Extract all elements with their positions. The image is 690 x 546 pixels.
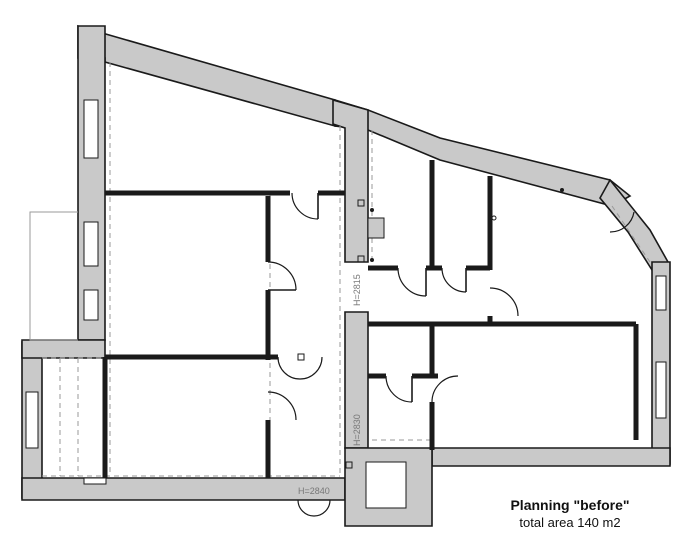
height-label-3: H=2840 [298, 486, 330, 496]
height-label-1: H=2815 [352, 274, 362, 306]
door-arc-1 [291, 192, 319, 220]
wall-center-upper [332, 98, 369, 263]
door-swings [267, 192, 635, 517]
height-labels: H=2815 H=2830 H=2840 [298, 274, 362, 496]
partitions [102, 160, 639, 478]
utility-box-interior [365, 461, 407, 509]
door-arc-2 [267, 261, 297, 291]
fixture-riser [367, 217, 385, 239]
door-arc-8 [489, 287, 519, 317]
plan-title: Planning "before" [510, 497, 630, 513]
door-arc-7 [441, 267, 467, 293]
fixture-point-1 [370, 208, 374, 212]
door-arc-5 [267, 391, 297, 421]
fixture-vent-4 [345, 461, 353, 469]
window-left-2 [83, 221, 99, 267]
wall-top-slanted [77, 24, 336, 128]
door-arc-12 [297, 499, 315, 517]
wall-bottom-left [21, 477, 346, 501]
balcony-outline [29, 211, 78, 341]
window-right-2 [655, 361, 667, 419]
fixtures [297, 188, 564, 469]
fixture-point-2 [370, 258, 374, 262]
fixture-point-4 [491, 215, 497, 221]
door-arc-9 [385, 375, 413, 403]
window-left-4 [25, 391, 39, 449]
door-arc-3 [277, 356, 301, 380]
window-right-1 [655, 275, 667, 311]
fixture-vent-1 [357, 199, 365, 207]
door-arc-10 [431, 375, 459, 403]
height-label-2: H=2830 [352, 414, 362, 446]
wall-right-diagonal [599, 178, 670, 272]
window-bottom [83, 477, 107, 485]
window-left-1 [83, 99, 99, 159]
wall-left-stub [21, 339, 106, 359]
fixture-vent-3 [297, 353, 305, 361]
door-arc-11 [609, 211, 635, 233]
door-arc-6 [397, 267, 427, 297]
windows [25, 99, 667, 485]
plan-caption: Planning "before" total area 140 m2 [470, 496, 670, 532]
plan-subtitle: total area 140 m2 [519, 515, 621, 530]
door-arc-4 [299, 356, 323, 380]
wall-top-right [334, 98, 632, 207]
exterior-walls [21, 24, 671, 527]
fixture-vent-2 [357, 255, 365, 263]
window-left-3 [83, 289, 99, 321]
fixture-point-3 [560, 188, 564, 192]
door-arc-13 [313, 499, 331, 517]
wall-bottom-right [431, 447, 671, 467]
